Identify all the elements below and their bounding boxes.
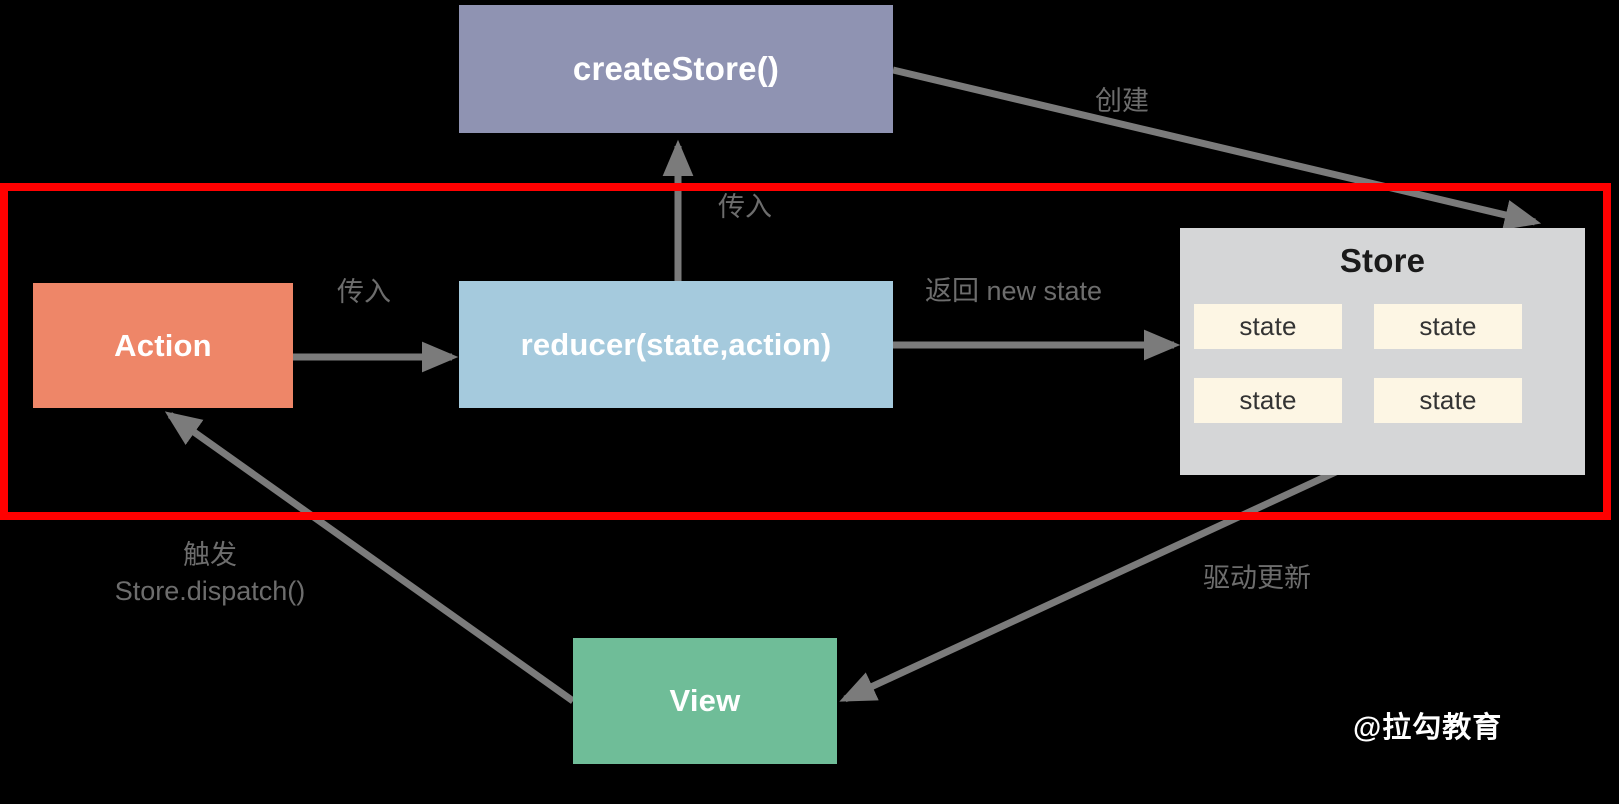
node-createstore[interactable]: createStore() <box>459 5 893 133</box>
node-createstore-label: createStore() <box>572 50 780 87</box>
edge-label-pass-in-reducer: 传入 <box>718 192 772 222</box>
node-reducer[interactable]: reducer(state,action) <box>459 281 893 408</box>
node-reducer-label: reducer(state,action) <box>520 326 832 362</box>
node-action-label: Action <box>114 327 212 363</box>
edge-label-trigger-line1: 触发 <box>183 540 237 570</box>
node-store[interactable]: Store state state state state <box>1180 228 1585 475</box>
edge-label-create: 创建 <box>1095 86 1149 116</box>
node-action[interactable]: Action <box>33 283 293 408</box>
highlight-frame <box>0 183 1611 520</box>
edge-label-trigger-line2: Store.dispatch() <box>114 575 306 606</box>
edge-label-return-new-state: 返回 new state <box>925 276 1103 306</box>
store-state-box: state <box>1374 378 1522 423</box>
store-state-box: state <box>1194 304 1342 349</box>
edge-label-pass-in-action: 传入 <box>337 277 391 307</box>
watermark: @拉勾教育 <box>1353 712 1503 744</box>
edge-label-trigger-dispatch: 触发 Store.dispatch() <box>85 538 335 609</box>
store-state-box: state <box>1194 378 1342 423</box>
node-view[interactable]: View <box>573 638 837 764</box>
node-view-label: View <box>669 683 741 718</box>
edge-label-drive-update: 驱动更新 <box>1203 563 1311 593</box>
node-store-title: Store <box>1339 242 1426 279</box>
store-state-box: state <box>1374 304 1522 349</box>
